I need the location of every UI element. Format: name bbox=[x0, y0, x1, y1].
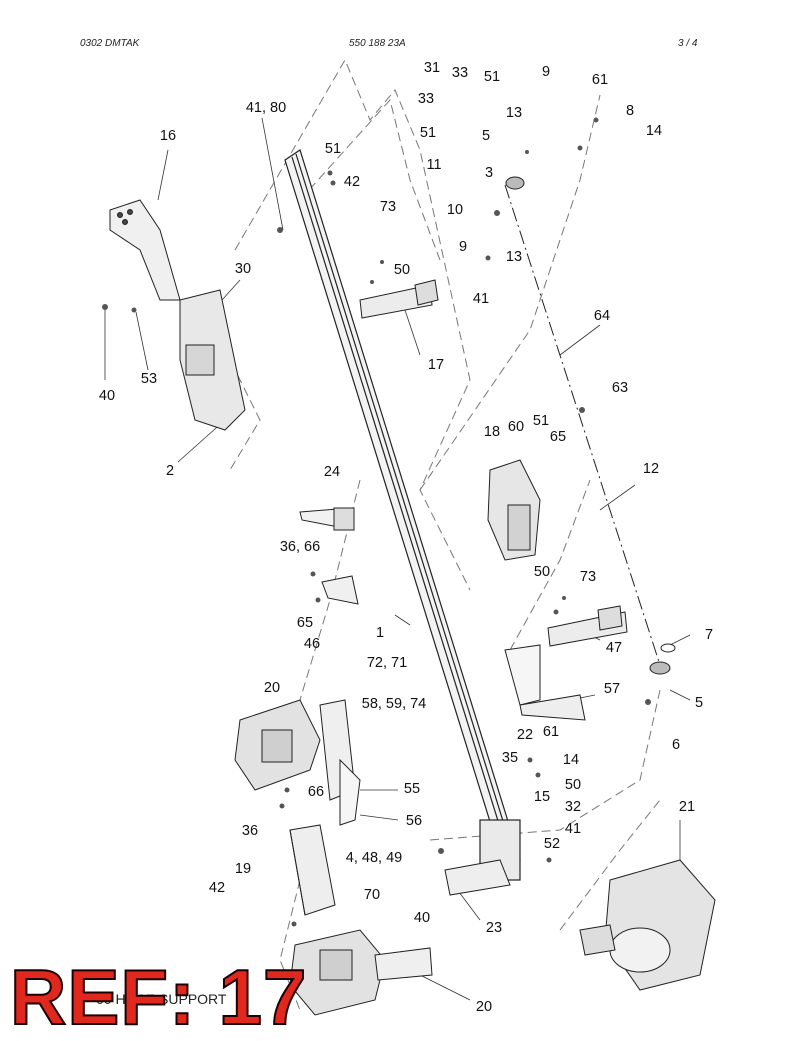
callout-label: 20 bbox=[264, 680, 280, 696]
callout-label: 36, 66 bbox=[280, 539, 320, 555]
callout-label: 18 bbox=[484, 424, 500, 440]
ref-stamp: REF: 17 bbox=[9, 953, 308, 1041]
callout-label: 41 bbox=[473, 291, 489, 307]
callout-label: 12 bbox=[643, 461, 659, 477]
callout-label: 23 bbox=[486, 920, 502, 936]
motor-assembly-21 bbox=[579, 859, 716, 991]
callout-label: 8 bbox=[626, 103, 634, 119]
callout-label: 21 bbox=[679, 799, 695, 815]
callout-label: 35 bbox=[502, 750, 518, 766]
callout-label: 41 bbox=[565, 821, 581, 837]
callout-label: 3 bbox=[485, 165, 493, 181]
callout-label: 50 bbox=[394, 262, 410, 278]
callout-label: 16 bbox=[160, 128, 176, 144]
callout-leaders bbox=[104, 117, 691, 1001]
callout-label: 14 bbox=[646, 123, 662, 139]
callout-label: 10 bbox=[447, 202, 463, 218]
callout-label: 11 bbox=[426, 157, 441, 173]
callout-label: 56 bbox=[406, 813, 422, 829]
callout-label: 73 bbox=[380, 199, 396, 215]
callout-label: 55 bbox=[404, 781, 420, 797]
alignment-guides bbox=[199, 58, 661, 1011]
callout-label: 58, 59, 74 bbox=[362, 696, 427, 712]
callout-label: 51 bbox=[533, 413, 549, 429]
callout-label: 9 bbox=[542, 64, 550, 80]
callout-label: 40 bbox=[99, 388, 115, 404]
callout-label: 61 bbox=[543, 724, 559, 740]
callout-label: 20 bbox=[476, 999, 492, 1015]
callout-label: 50 bbox=[565, 777, 581, 793]
callout-label: 64 bbox=[594, 308, 610, 324]
support-plate-57 bbox=[504, 644, 586, 721]
callout-label: 63 bbox=[612, 380, 628, 396]
callout-label: 70 bbox=[364, 887, 380, 903]
callout-label: 5 bbox=[695, 695, 703, 711]
callout-label: 47 bbox=[606, 640, 622, 656]
callout-label: 5 bbox=[482, 128, 490, 144]
carriage-assembly-2 bbox=[179, 289, 246, 431]
callout-label: 1 bbox=[376, 625, 384, 641]
housing-70 bbox=[289, 824, 336, 916]
callout-label: 33 bbox=[452, 65, 468, 81]
fasteners bbox=[102, 117, 651, 927]
callout-label: 36 bbox=[242, 823, 258, 839]
callout-label: 41, 80 bbox=[246, 100, 286, 116]
mounting-plate-16 bbox=[109, 199, 181, 301]
callout-label: 42 bbox=[344, 174, 360, 190]
callout-label: 51 bbox=[484, 69, 500, 85]
callout-label: 46 bbox=[304, 636, 320, 652]
callout-label: 73 bbox=[580, 569, 596, 585]
arm-bracket-47 bbox=[547, 605, 628, 647]
callout-label: 50 bbox=[534, 564, 550, 580]
callout-label: 51 bbox=[420, 125, 436, 141]
callout-label: 66 bbox=[308, 784, 324, 800]
callout-label: 32 bbox=[565, 799, 581, 815]
bracket-46 bbox=[321, 575, 359, 605]
callout-label: 33 bbox=[418, 91, 434, 107]
callout-label: 57 bbox=[604, 681, 620, 697]
callout-label: 65 bbox=[550, 429, 566, 445]
callout-label: 6 bbox=[672, 737, 680, 753]
header-part-number: 550 188 23A bbox=[349, 38, 406, 49]
callout-label: 4, 48, 49 bbox=[346, 850, 402, 866]
callout-label: 15 bbox=[534, 789, 550, 805]
plate-24 bbox=[299, 507, 355, 531]
callout-label: 13 bbox=[506, 105, 522, 121]
callout-label: 61 bbox=[592, 72, 608, 88]
callout-label: 40 bbox=[414, 910, 430, 926]
callout-label: 53 bbox=[141, 371, 157, 387]
callout-label: 7 bbox=[705, 627, 713, 643]
callout-label: 22 bbox=[517, 727, 533, 743]
callout-label: 9 bbox=[459, 239, 467, 255]
callout-label: 2 bbox=[166, 463, 174, 479]
callout-label: 17 bbox=[428, 357, 444, 373]
footer-caption: 00 HOSE SUPPORT bbox=[96, 991, 227, 1007]
callout-label: 14 bbox=[563, 752, 579, 768]
callout-label: 13 bbox=[506, 249, 522, 265]
motor-assembly-20-upper bbox=[234, 699, 361, 826]
callout-label: 42 bbox=[209, 880, 225, 896]
arm-bracket-17 bbox=[359, 279, 439, 319]
motor-assembly-20-lower bbox=[289, 929, 433, 1016]
callout-label: 52 bbox=[544, 836, 560, 852]
callout-label: 31 bbox=[424, 60, 440, 76]
callout-label: 51 bbox=[325, 141, 341, 157]
bracket-assembly-18 bbox=[487, 459, 541, 561]
foot-plate-23 bbox=[444, 859, 511, 896]
callout-label: 30 bbox=[235, 261, 251, 277]
callout-label: 60 bbox=[508, 419, 524, 435]
callout-label: 65 bbox=[297, 615, 313, 631]
callout-label: 24 bbox=[324, 464, 340, 480]
callout-label: 19 bbox=[235, 861, 251, 877]
callout-label: 72, 71 bbox=[367, 655, 407, 671]
header-page-number: 3 / 4 bbox=[678, 38, 698, 49]
cable-line-12 bbox=[504, 184, 661, 666]
pulleys bbox=[505, 176, 676, 675]
header-doc-code: 0302 DMTAK bbox=[80, 38, 140, 49]
